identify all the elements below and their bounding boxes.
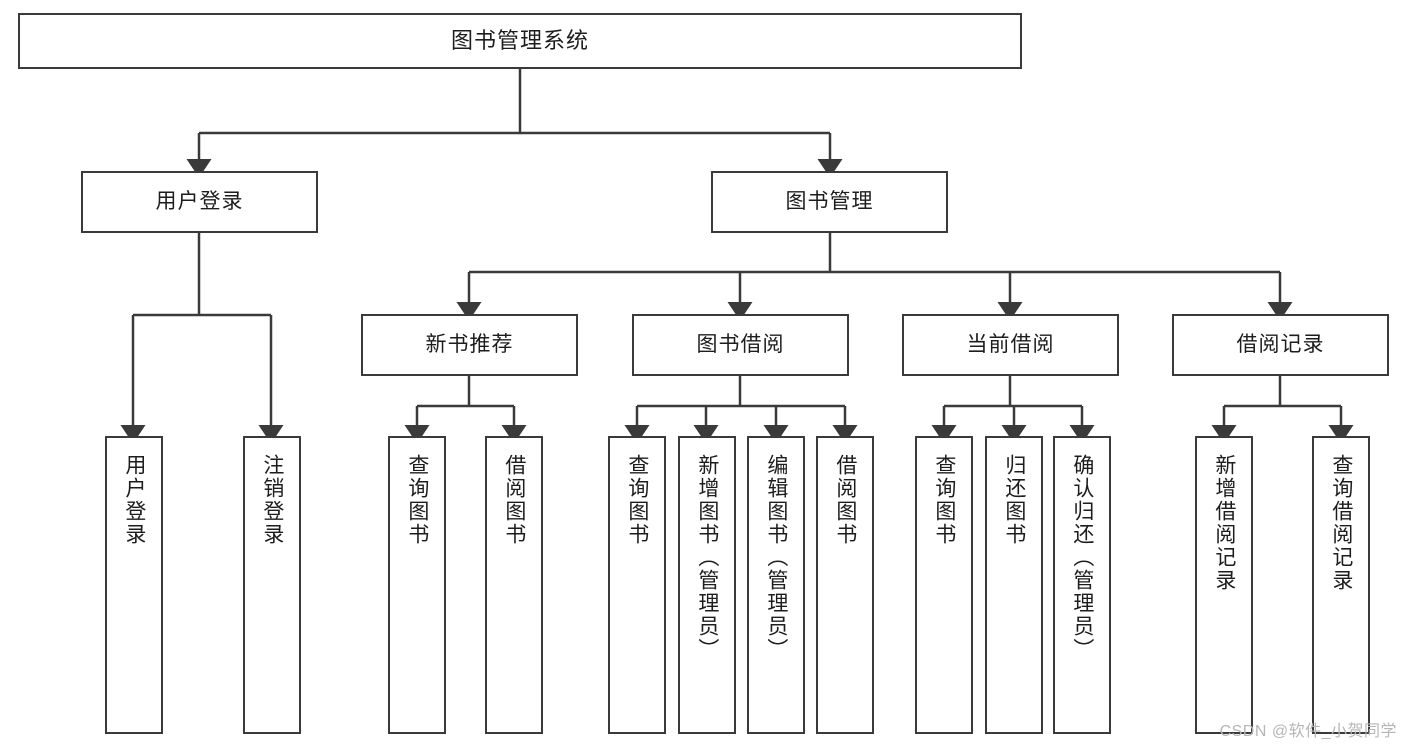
node-current-borrow[interactable]: 当前借阅 (902, 314, 1119, 376)
node-label: 查询图书 (405, 454, 429, 546)
node-label: 图书管理 (785, 190, 874, 214)
node-label: 新书推荐 (425, 333, 514, 357)
node-book-borrow[interactable]: 图书借阅 (632, 314, 849, 376)
leaf-borrow-book[interactable]: 借阅图书 (816, 436, 874, 734)
node-book-management[interactable]: 图书管理 (711, 171, 948, 233)
node-label: 借阅图书 (502, 454, 526, 546)
leaf-add-borrow-record[interactable]: 新增借阅记录 (1195, 436, 1253, 734)
node-borrow-record[interactable]: 借阅记录 (1172, 314, 1389, 376)
leaf-add-book-admin[interactable]: 新增图书（管理员） (678, 436, 736, 734)
leaf-edit-book-admin[interactable]: 编辑图书（管理员） (747, 436, 805, 734)
node-new-book-recommend[interactable]: 新书推荐 (361, 314, 578, 376)
node-label: 图书管理系统 (450, 27, 589, 53)
node-label: 查询图书 (625, 454, 649, 546)
node-label: 新增借阅记录 (1212, 454, 1236, 592)
leaf-borrow-book-recommend[interactable]: 借阅图书 (485, 436, 543, 734)
csdn-watermark: CSDN @软件_小贺同学 (1219, 723, 1397, 740)
node-label: 归还图书 (1002, 454, 1026, 546)
leaf-query-book-current[interactable]: 查询图书 (915, 436, 973, 734)
node-label: 用户登录 (155, 190, 244, 214)
node-user-login[interactable]: 用户登录 (81, 171, 318, 233)
leaf-query-book-borrow[interactable]: 查询图书 (608, 436, 666, 734)
node-label: 注销登录 (260, 454, 284, 546)
node-root-system[interactable]: 图书管理系统 (18, 13, 1022, 69)
node-label: 确认归还（管理员） (1070, 454, 1094, 661)
leaf-confirm-return-admin[interactable]: 确认归还（管理员） (1053, 436, 1111, 734)
node-label: 用户登录 (122, 454, 146, 546)
node-label: 编辑图书（管理员） (764, 454, 788, 661)
leaf-user-login[interactable]: 用户登录 (105, 436, 163, 734)
node-label: 当前借阅 (966, 333, 1055, 357)
node-label: 借阅记录 (1236, 333, 1325, 357)
leaf-query-borrow-record[interactable]: 查询借阅记录 (1312, 436, 1370, 734)
node-label: 图书借阅 (696, 333, 785, 357)
node-label: 查询图书 (932, 454, 956, 546)
node-label: 新增图书（管理员） (695, 454, 719, 661)
leaf-logout[interactable]: 注销登录 (243, 436, 301, 734)
leaf-return-book[interactable]: 归还图书 (985, 436, 1043, 734)
leaf-query-book-recommend[interactable]: 查询图书 (388, 436, 446, 734)
node-label: 借阅图书 (833, 454, 857, 546)
node-label: 查询借阅记录 (1329, 454, 1353, 592)
